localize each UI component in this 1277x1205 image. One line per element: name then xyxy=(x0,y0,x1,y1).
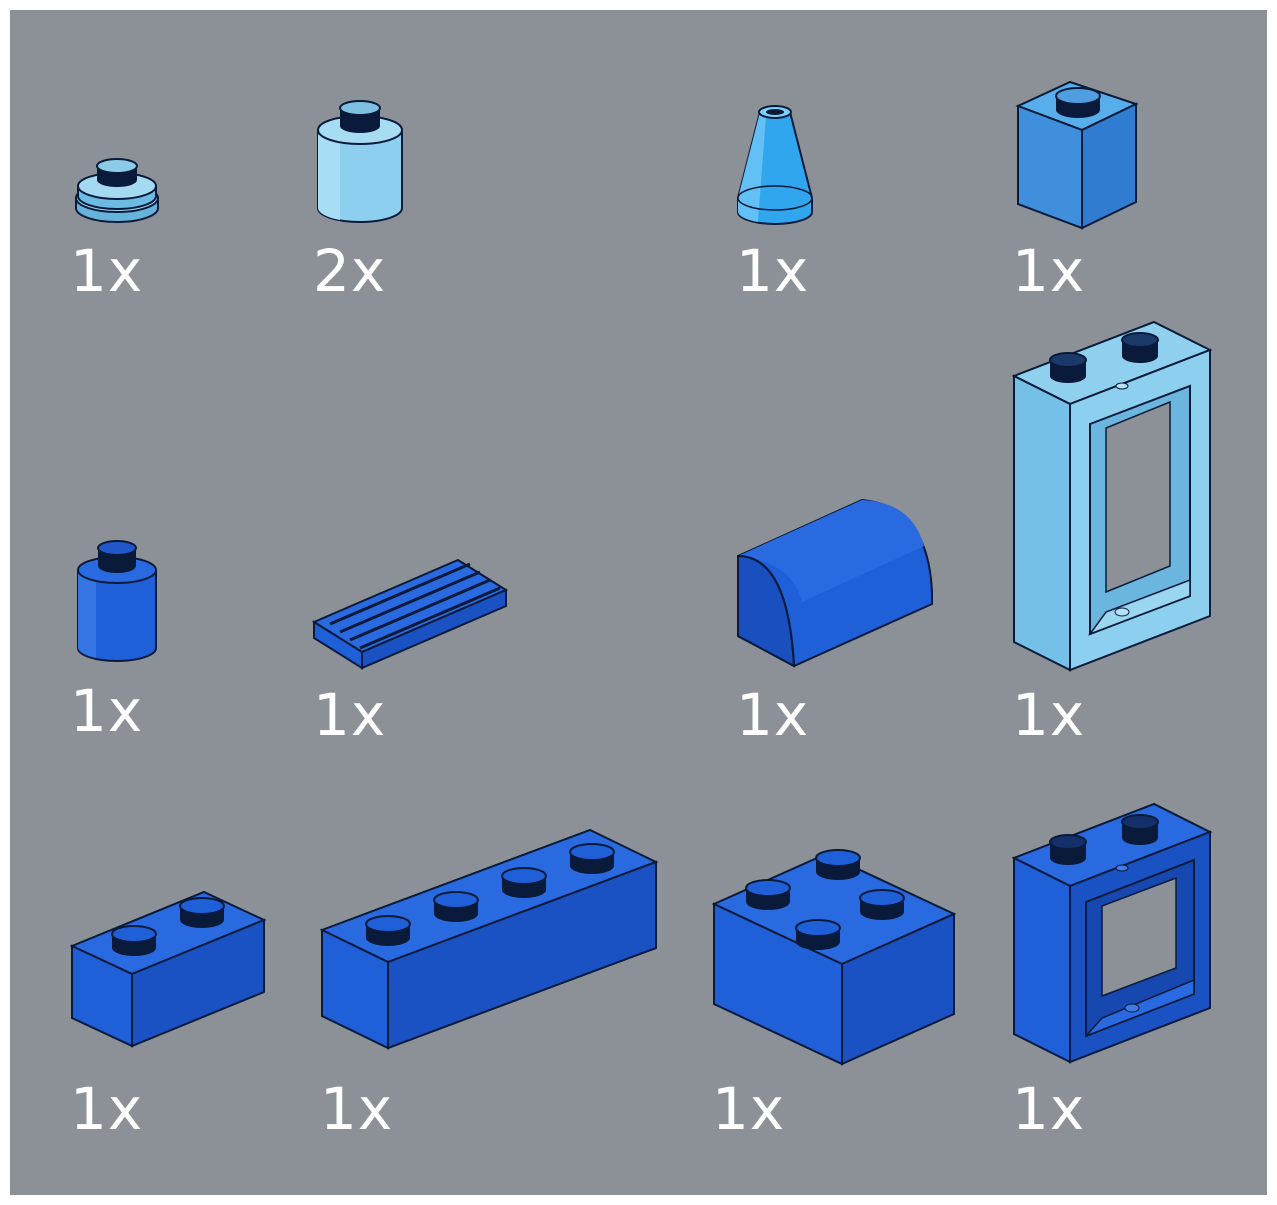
curved-slope-2x2-blue xyxy=(737,498,933,668)
quantity-label: 1x xyxy=(736,237,810,305)
quantity-label: 1x xyxy=(1012,681,1086,749)
round-plate-1x1-light-blue xyxy=(75,158,159,223)
round-brick-1x1-light-blue xyxy=(317,100,403,223)
grille-tile-1x2-blue xyxy=(311,558,509,670)
quantity-label: 1x xyxy=(320,1075,394,1143)
window-frame-1x2x2-blue xyxy=(1011,802,1213,1064)
quantity-label: 1x xyxy=(1012,237,1086,305)
parts-list-panel: 1x 2x 1x 1x 1x 1x xyxy=(10,10,1267,1195)
brick-2x2-blue xyxy=(711,849,957,1066)
cone-1x1-medium-blue xyxy=(737,105,813,225)
round-brick-1x1-blue xyxy=(77,540,157,662)
quantity-label: 1x xyxy=(70,1075,144,1143)
quantity-label: 1x xyxy=(313,681,387,749)
brick-1x4-blue xyxy=(320,828,659,1050)
brick-1x2-blue xyxy=(69,890,267,1048)
quantity-label: 1x xyxy=(1012,1075,1086,1143)
quantity-label: 1x xyxy=(712,1075,786,1143)
quantity-label: 1x xyxy=(70,677,144,745)
quantity-label: 1x xyxy=(70,237,144,305)
brick-1x1-sky-blue xyxy=(1015,80,1139,230)
window-frame-1x2x3-light-blue xyxy=(1011,320,1213,672)
quantity-label: 2x xyxy=(313,237,387,305)
quantity-label: 1x xyxy=(736,681,810,749)
